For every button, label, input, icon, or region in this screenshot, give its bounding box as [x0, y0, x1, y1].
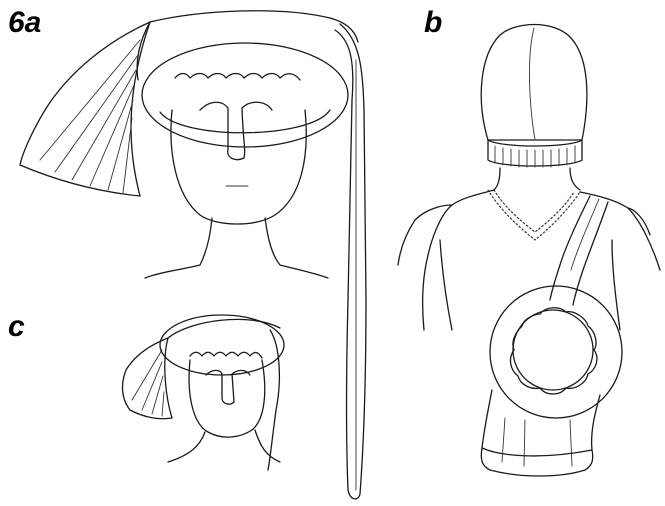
figure-c-veil: [123, 338, 172, 419]
figure-c-hat: [160, 315, 284, 375]
figure-label-b: b: [424, 8, 442, 38]
figure-b-ring-inner: [513, 310, 593, 390]
figure-b-sash: [550, 196, 590, 300]
figure-label-c: c: [8, 312, 25, 342]
figure-label-a: 6a: [8, 8, 41, 38]
figure-a-drawing: [20, 11, 366, 499]
figure-b-drawing: [398, 24, 660, 476]
figure-c-drawing: [123, 315, 284, 470]
figure-a-veil-pleats: [40, 40, 140, 193]
figure-b-cap: [481, 24, 587, 140]
figure-b-ring-outer: [490, 286, 622, 418]
figure-b-ring-scallops: [511, 308, 597, 394]
figure-b-neckline: [488, 190, 580, 240]
figure-a-long-strip: [335, 24, 366, 499]
figure-b-left-shoulder: [423, 190, 494, 330]
figure-b-cap-ribs: [495, 146, 575, 167]
figure-a-hat: [142, 43, 348, 147]
figure-c-veil-pleats: [132, 350, 164, 416]
figure-b-bag: [481, 390, 600, 476]
